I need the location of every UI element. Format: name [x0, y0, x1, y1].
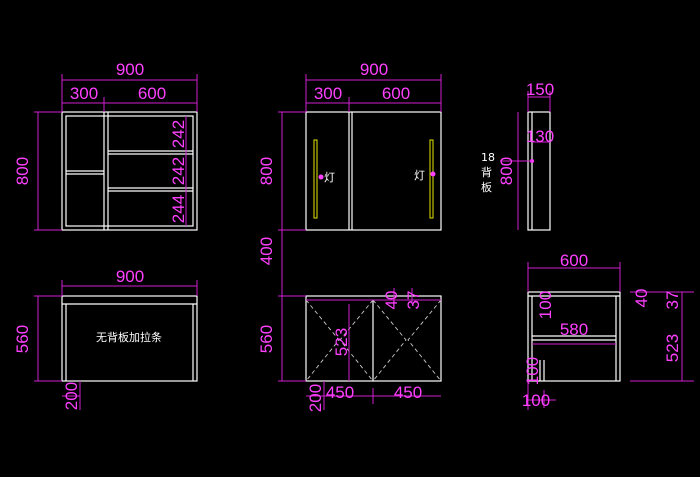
dim-top-a: 40 — [382, 291, 401, 310]
dim-inner: 580 — [560, 320, 588, 339]
lamp-strip-left — [313, 139, 318, 219]
view-mirror-cabinet: 灯 灯 900 300 600 800 — [257, 60, 442, 300]
dim-width: 900 — [116, 267, 144, 286]
back-panel-note-2: 板 — [481, 180, 492, 194]
dim-height: 800 — [13, 157, 32, 185]
dim-top-a: 40 — [632, 289, 651, 308]
dim-height: 523 — [663, 334, 682, 362]
view-base-side: 600 580 40 37 523 100 100 100 — [522, 251, 694, 410]
lamp-label-right: 灯 — [414, 169, 425, 182]
dim-door-height: 523 — [332, 328, 351, 356]
dim-shelf-a: 242 — [169, 120, 188, 148]
base-side-outline — [527, 291, 621, 382]
dim-height: 800 — [257, 157, 276, 185]
dim-depth: 150 — [526, 80, 554, 99]
dim-door-left: 450 — [326, 383, 354, 402]
cabinet-outline — [61, 111, 198, 231]
dim-plinth: 200 — [62, 382, 81, 410]
dim-width-left: 300 — [70, 84, 98, 103]
dim-plinth: 200 — [306, 384, 325, 412]
back-panel-note-1: 背 — [481, 165, 492, 179]
dim-side-a: 100 — [536, 291, 555, 319]
mirror-outline — [305, 111, 442, 231]
thickness-note: 18 — [481, 151, 495, 164]
dim-width-total: 900 — [116, 60, 144, 79]
dim-inner: 130 — [526, 127, 554, 146]
lamp-point-left — [318, 174, 324, 180]
dim-width-total: 900 — [360, 60, 388, 79]
dim-shelf-c: 244 — [169, 195, 188, 223]
dim-shelf-b: 242 — [169, 157, 188, 185]
view-side-section: 150 130 800 18 背 板 — [481, 80, 554, 231]
lamp-strip-right — [429, 139, 434, 219]
dim-height: 560 — [257, 325, 276, 353]
dim-width-right: 600 — [382, 84, 410, 103]
dim-top-b: 37 — [663, 291, 682, 310]
dim-width-left: 300 — [314, 84, 342, 103]
dim-side-b: 100 — [523, 357, 542, 385]
dim-bottom: 100 — [522, 391, 550, 410]
view-base-doors: 400 560 40 37 523 200 450 450 — [257, 237, 442, 412]
note-no-back-panel: 无背板加拉条 — [96, 330, 162, 344]
dim-height: 560 — [13, 325, 32, 353]
lamp-label-left: 灯 — [324, 171, 335, 184]
dim-gap: 400 — [257, 237, 276, 265]
dim-top-b: 37 — [404, 291, 423, 310]
base-outline — [61, 295, 198, 382]
dim-height: 800 — [497, 157, 516, 185]
side-outline — [527, 111, 551, 231]
dim-width: 600 — [560, 251, 588, 270]
view-open-cabinet: 900 300 600 800 242 242 244 — [13, 60, 198, 231]
dim-door-right: 450 — [394, 383, 422, 402]
lamp-point-right — [430, 171, 436, 177]
view-base-cabinet: 900 560 无背板加拉条 200 — [13, 267, 198, 410]
dim-width-right: 600 — [138, 84, 166, 103]
